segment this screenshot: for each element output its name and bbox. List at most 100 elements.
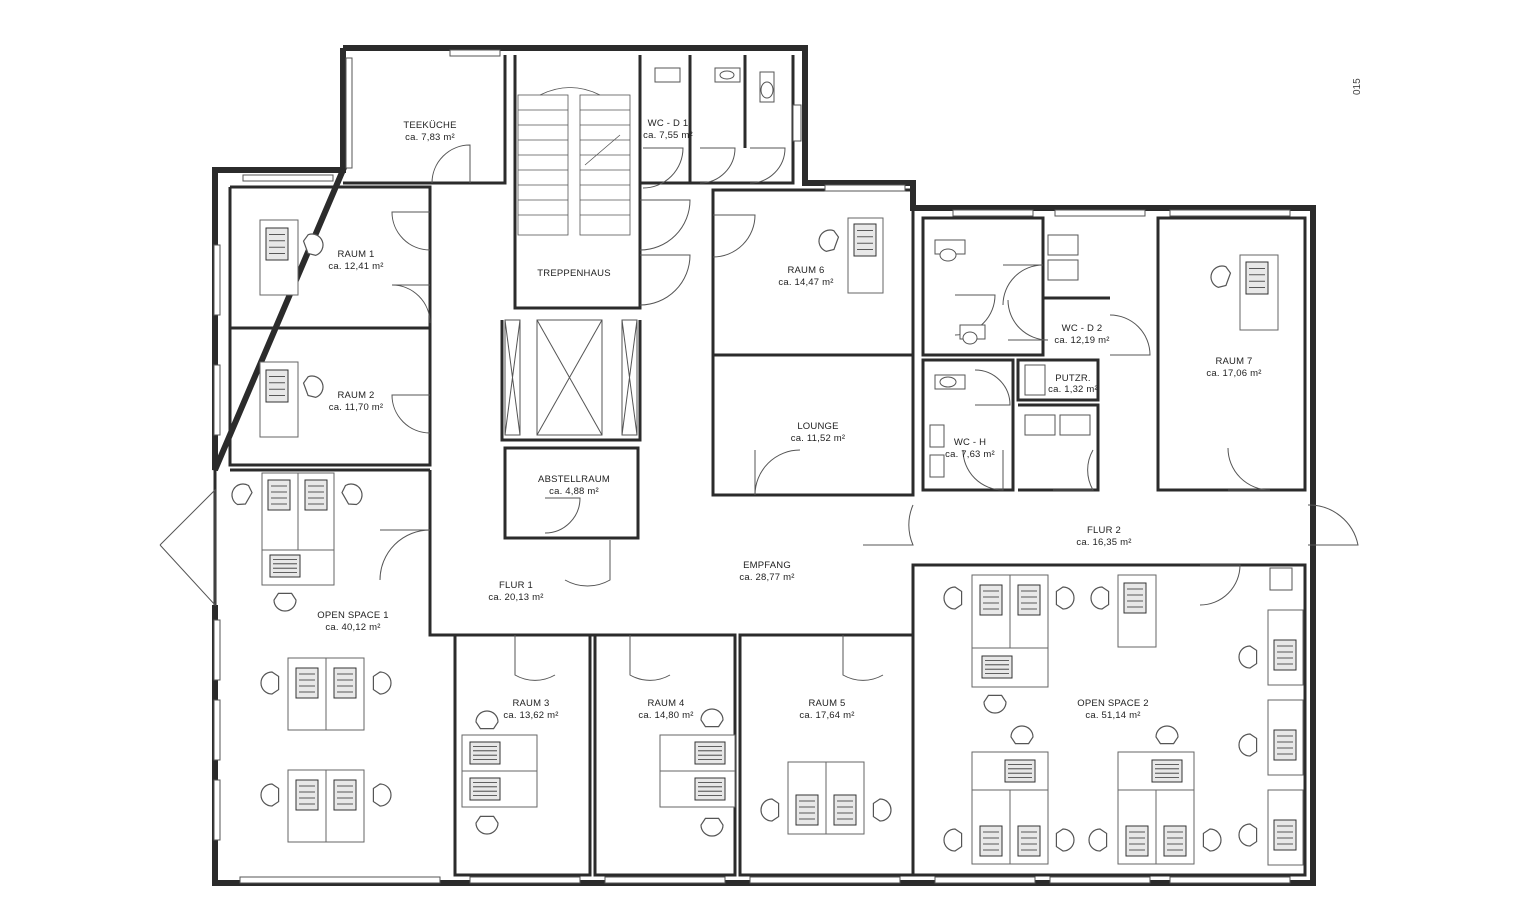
chair-icon <box>983 694 1007 714</box>
chair-icon <box>700 817 724 837</box>
chair-icon <box>760 798 780 822</box>
chair-icon <box>302 233 324 256</box>
sanitary-fixtures <box>654 67 1091 478</box>
room-name-flur2: FLUR 2 <box>1087 525 1121 536</box>
room-name-raum3: RAUM 3 <box>512 698 549 709</box>
room-area-raum3: ca. 13,62 m² <box>503 710 558 721</box>
room-area-lounge: ca. 11,52 m² <box>791 433 846 444</box>
room-name-putzr: PUTZR. <box>1055 373 1091 384</box>
elevator-shaft <box>504 319 1293 591</box>
chair-icon <box>372 671 392 695</box>
monitor-icon <box>1151 759 1183 783</box>
chair-icon <box>872 798 892 822</box>
room-area-flur1: ca. 20,13 m² <box>488 592 543 603</box>
room-area-wc-d2: ca. 12,19 m² <box>1054 335 1109 346</box>
chair-icon <box>700 708 724 728</box>
monitor-icon <box>333 667 357 699</box>
monitor-icon <box>265 227 289 261</box>
room-name-abstellraum: ABSTELLRAUM <box>538 474 610 485</box>
chair-icon <box>1088 828 1108 852</box>
monitor-icon <box>469 777 501 801</box>
monitor-icon <box>265 369 289 403</box>
room-area-raum5: ca. 17,64 m² <box>799 710 854 721</box>
chair-icon <box>341 483 363 506</box>
monitor-icon <box>1245 261 1269 295</box>
chair-icon <box>302 375 324 398</box>
room-area-openspace2: ca. 51,14 m² <box>1085 710 1140 721</box>
room-name-raum2: RAUM 2 <box>337 390 374 401</box>
chair-icon <box>943 586 963 610</box>
chair-icon <box>818 229 840 252</box>
chair-icon <box>231 483 253 506</box>
room-name-raum4: RAUM 4 <box>647 698 684 709</box>
room-name-wc-d2: WC - D 2 <box>1062 323 1103 334</box>
room-area-openspace1: ca. 40,12 m² <box>325 622 380 633</box>
monitor-icon <box>694 777 726 801</box>
chair-icon <box>372 783 392 807</box>
monitor-icon <box>1017 825 1041 857</box>
room-name-openspace2: OPEN SPACE 2 <box>1077 698 1148 709</box>
room-area-empfang: ca. 28,77 m² <box>739 572 794 583</box>
room-name-treppenhaus: TREPPENHAUS <box>537 268 610 279</box>
room-area-flur2: ca. 16,35 m² <box>1076 537 1131 548</box>
doors <box>159 144 1359 681</box>
monitor-icon <box>694 741 726 765</box>
monitor-icon <box>269 554 301 578</box>
room-name-raum7: RAUM 7 <box>1215 356 1252 367</box>
chair-icon <box>1202 828 1222 852</box>
room-area-raum2: ca. 11,70 m² <box>329 402 384 413</box>
monitor-icon <box>267 479 291 511</box>
chair-icon <box>260 783 280 807</box>
chair-icon <box>1055 586 1075 610</box>
room-name-empfang: EMPFANG <box>743 560 791 571</box>
room-name-wc-h: WC - H <box>954 437 986 448</box>
room-area-abstellraum: ca. 4,88 m² <box>549 486 599 497</box>
monitor-icon <box>1123 582 1147 614</box>
monitor-icon <box>304 479 328 511</box>
room-area-wc-h: ca. 7,63 m² <box>945 449 995 460</box>
chair-icon <box>475 815 499 835</box>
room-area-teekueche: ca. 7,83 m² <box>405 132 455 143</box>
chair-icon <box>260 671 280 695</box>
monitor-icon <box>795 794 819 826</box>
room-area-putzr: ca. 1,32 m² <box>1048 384 1098 395</box>
room-name-flur1: FLUR 1 <box>499 580 533 591</box>
chair-icon <box>1210 265 1232 288</box>
monitor-icon <box>979 584 1003 616</box>
chair-icon <box>273 592 297 612</box>
chair-icon <box>1238 645 1258 669</box>
monitor-icon <box>1273 819 1297 851</box>
chair-icon <box>1155 725 1179 745</box>
monitor-icon <box>469 741 501 765</box>
monitor-icon <box>979 825 1003 857</box>
monitor-icon <box>1273 639 1297 671</box>
chair-icon <box>1238 733 1258 757</box>
windows <box>213 49 1291 884</box>
corner-mark: 015 <box>1352 78 1363 95</box>
monitor-icon <box>333 779 357 811</box>
room-name-raum6: RAUM 6 <box>787 265 824 276</box>
room-name-raum5: RAUM 5 <box>808 698 845 709</box>
monitor-icon <box>1125 825 1149 857</box>
room-name-raum1: RAUM 1 <box>337 249 374 260</box>
monitor-icon <box>1163 825 1187 857</box>
room-area-wc-d1: ca. 7,55 m² <box>643 130 693 141</box>
chair-icon <box>1055 828 1075 852</box>
room-area-raum1: ca. 12,41 m² <box>328 261 383 272</box>
monitor-icon <box>833 794 857 826</box>
room-labels: TEEKÜCHE ca. 7,83 m² WC - D 1 ca. 7,55 m… <box>317 118 1261 721</box>
walls <box>212 45 1316 886</box>
monitor-icon <box>1004 759 1036 783</box>
chair-icon <box>1010 725 1034 745</box>
monitor-icon <box>981 655 1013 679</box>
room-name-lounge: LOUNGE <box>797 421 838 432</box>
chair-icon <box>1238 823 1258 847</box>
monitor-icon <box>1273 729 1297 761</box>
chair-icon <box>943 828 963 852</box>
room-area-raum4: ca. 14,80 m² <box>638 710 693 721</box>
furniture <box>231 217 1304 866</box>
room-name-wc-d1: WC - D 1 <box>648 118 689 129</box>
room-name-teekueche: TEEKÜCHE <box>403 120 456 131</box>
stairs <box>517 87 631 236</box>
